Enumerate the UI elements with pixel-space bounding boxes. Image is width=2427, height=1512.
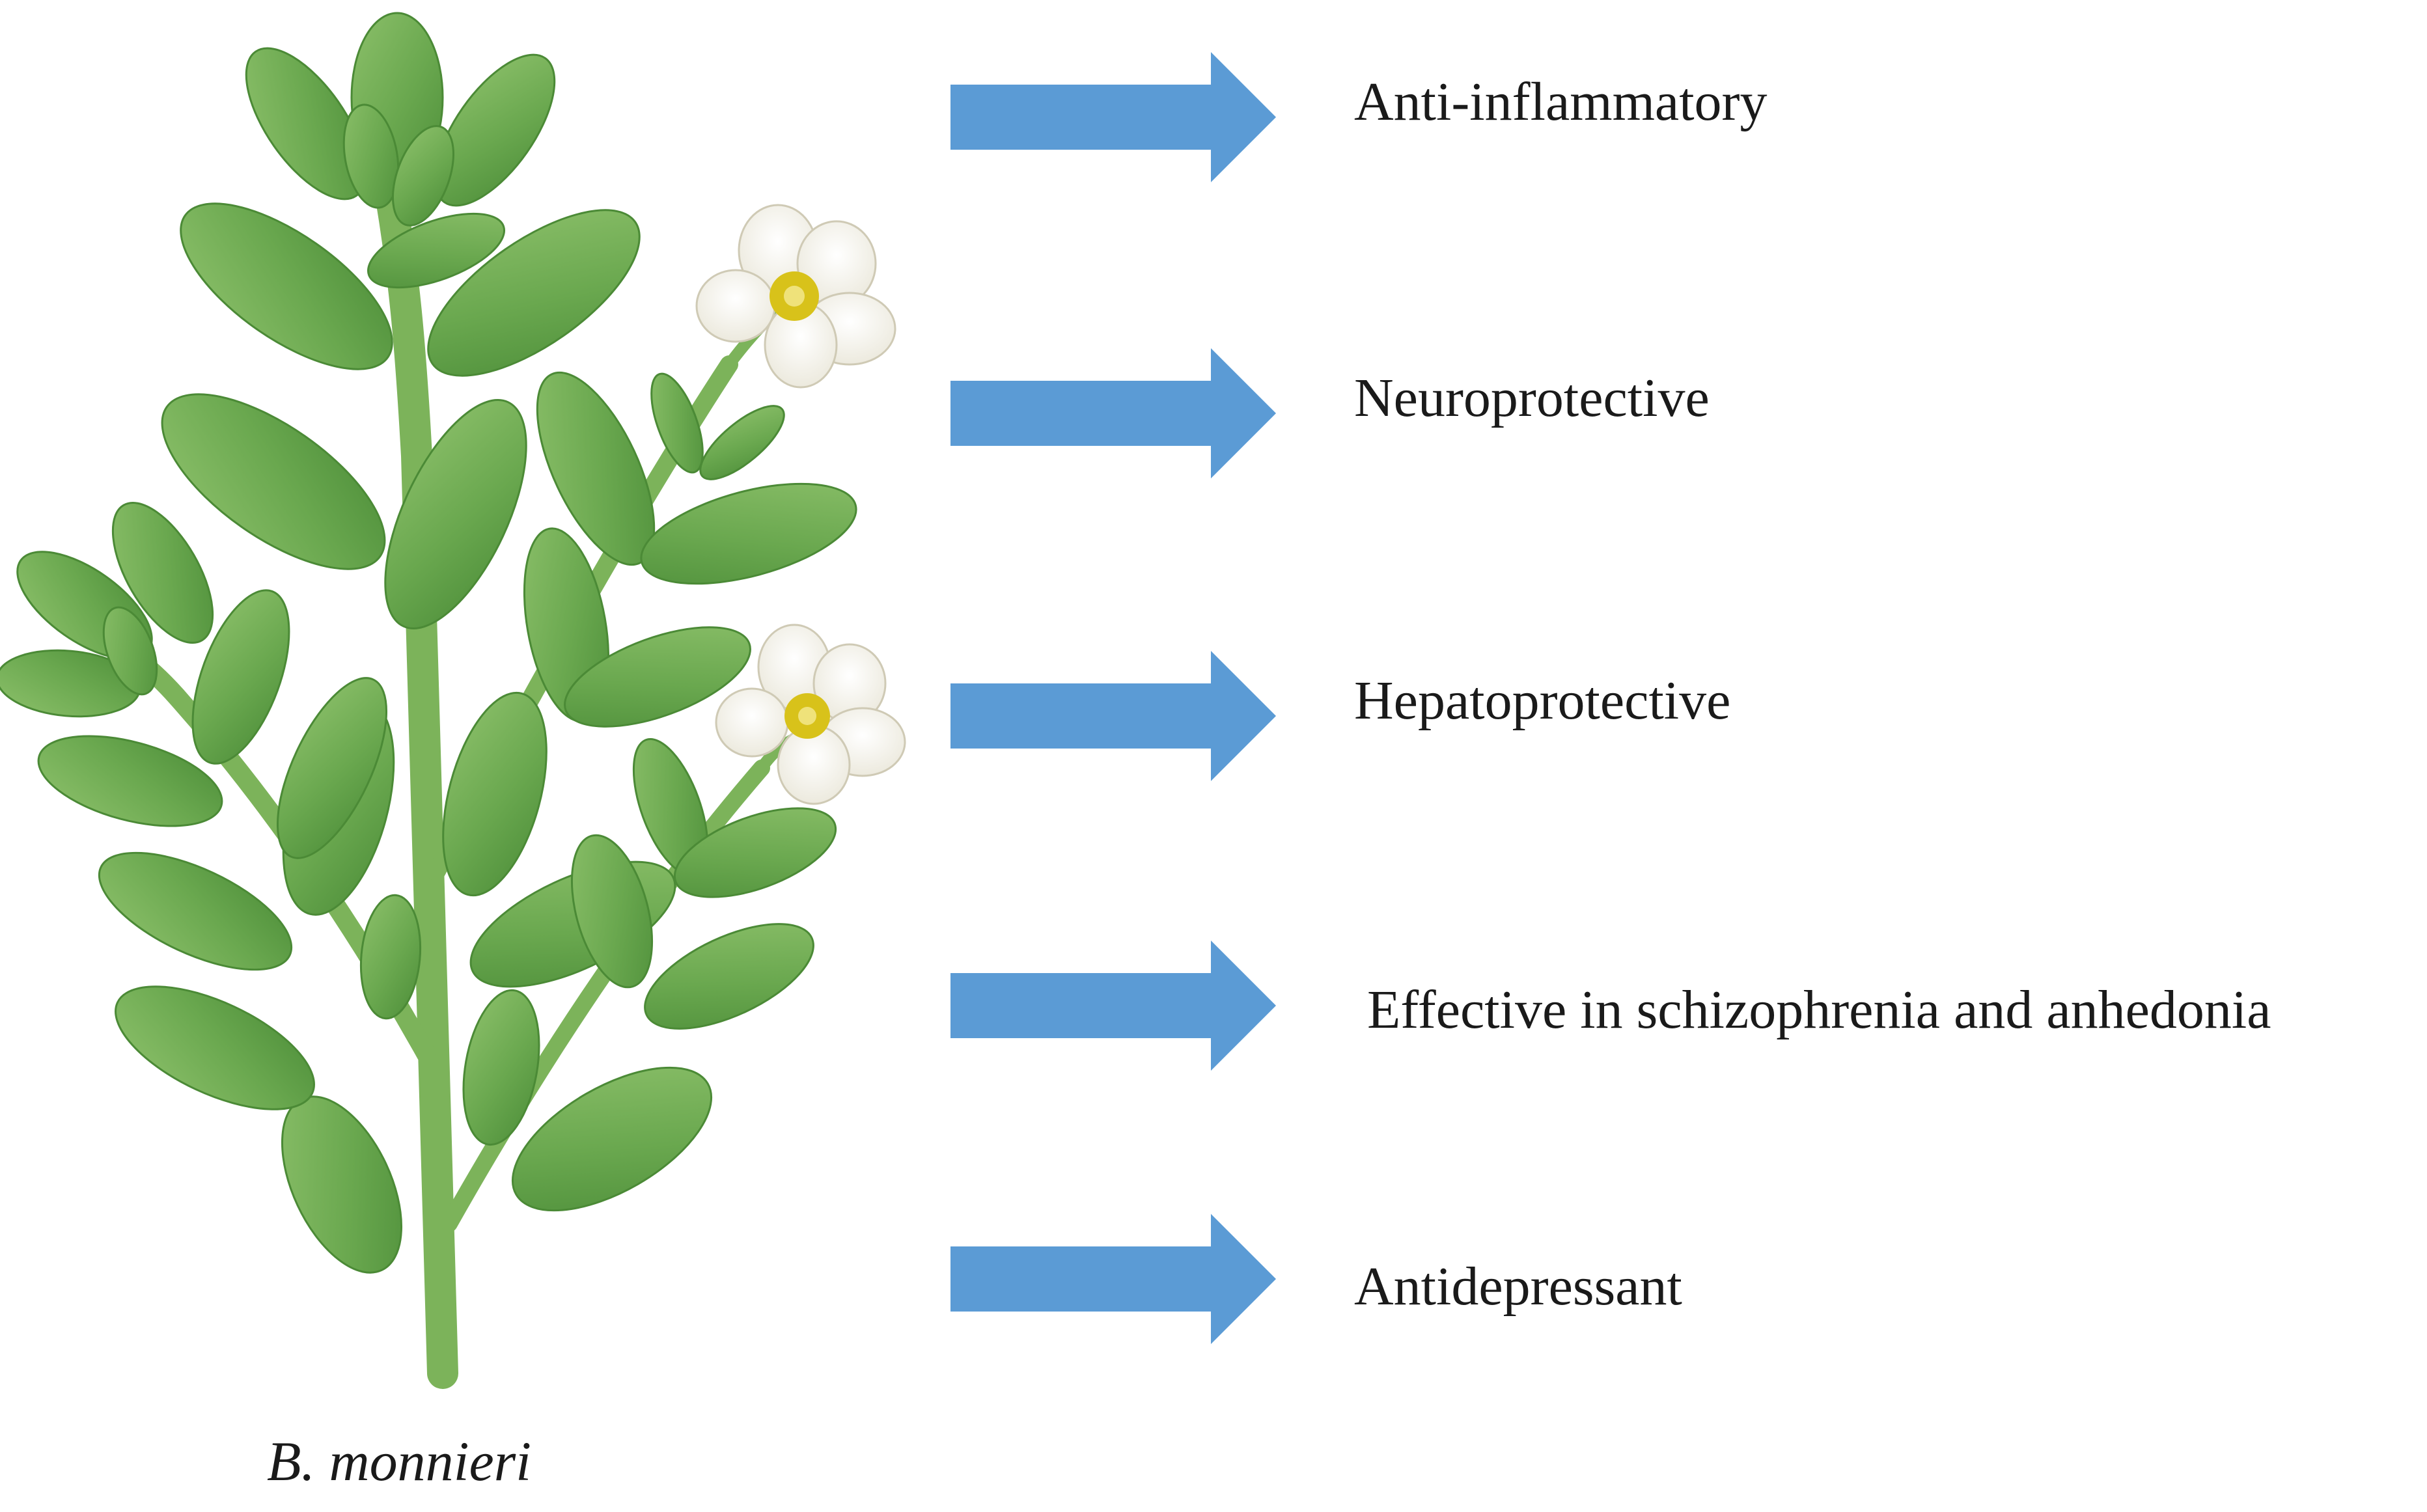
right-arrow-icon	[950, 651, 1276, 781]
right-arrow-icon	[950, 348, 1276, 478]
plant-name-caption: B. monnieri	[267, 1430, 532, 1492]
plant-leaves	[0, 12, 857, 1274]
effect-label-antidepressant: Antidepressant	[1354, 1256, 1682, 1317]
plant-flowers	[695, 204, 906, 805]
effect-label-schizophrenia-anhedonia: Effective in schizophrenia and anhedonia	[1367, 980, 2271, 1040]
effect-label-anti-inflammatory: Anti-inflammatory	[1354, 72, 1768, 132]
right-arrow-icon	[950, 941, 1276, 1071]
plant-illustration	[0, 12, 906, 1389]
right-arrow-icon	[950, 1214, 1276, 1344]
flower-lower	[715, 624, 906, 805]
effect-label-neuroprotective: Neuroprotective	[1354, 368, 1710, 428]
right-arrow-icon	[950, 52, 1276, 182]
effect-label-hepatoprotective: Hepatoprotective	[1354, 670, 1731, 731]
flower-upper	[695, 204, 896, 389]
